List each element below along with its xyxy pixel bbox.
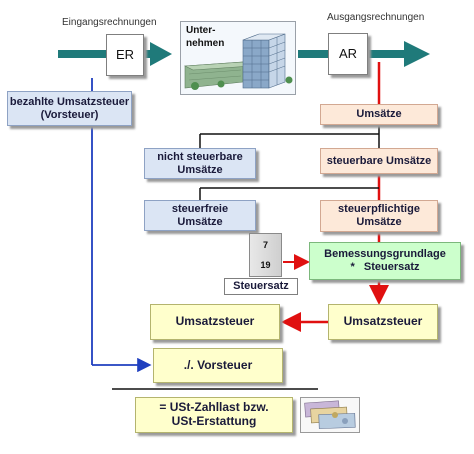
building-icon bbox=[183, 33, 293, 90]
umsatzsteuer-left-label: Umsatzsteuer bbox=[175, 314, 255, 329]
steuerfreie-line1: steuerfreie bbox=[171, 202, 229, 215]
steuerpflichtige-line1: steuerpflichtige bbox=[338, 203, 420, 216]
er-box: ER bbox=[106, 34, 144, 76]
steuerpflichtige-line2: Umsätze bbox=[356, 216, 402, 228]
nicht-steuerbare-umsaetze-box: nicht steuerbare Umsätze bbox=[144, 148, 256, 179]
eingangsrechnungen-label: Eingangsrechnungen bbox=[62, 17, 157, 28]
unternehmen-label-line1: Unter- bbox=[186, 25, 216, 36]
rate-7-label: 7 bbox=[262, 240, 268, 250]
bemessungsgrundlage-line1: Bemessungsgrundlage bbox=[324, 248, 446, 261]
steuerpflichtige-umsaetze-box: steuerpflichtige Umsätze bbox=[320, 200, 438, 232]
unternehmen-label: Unter- nehmen bbox=[186, 25, 224, 50]
bezahlte-umsatzsteuer-line2: (Vorsteuer) bbox=[40, 108, 99, 121]
ust-zahllast-line2: USt-Erstattung bbox=[171, 414, 257, 428]
ar-box: AR bbox=[328, 33, 368, 75]
bezahlte-umsatzsteuer-box: bezahlte Umsatzsteuer (Vorsteuer) bbox=[7, 91, 132, 126]
er-label: ER bbox=[115, 46, 135, 62]
vorsteuer-label: ./. Vorsteuer bbox=[183, 357, 253, 372]
bemessungsgrundlage-line2: * Steuersatz bbox=[350, 261, 420, 273]
steuerfreie-umsaetze-box: steuerfreie Umsätze bbox=[144, 200, 256, 231]
umsatzsteuer-right-label: Umsatzsteuer bbox=[343, 314, 423, 329]
rate-19-label: 19 bbox=[260, 260, 271, 270]
vorsteuer-box: ./. Vorsteuer bbox=[153, 348, 283, 383]
unternehmen-label-line2: nehmen bbox=[186, 37, 225, 49]
steuerbar-split-lines bbox=[199, 187, 379, 200]
umsaetze-box: Umsätze bbox=[320, 104, 438, 125]
umsaetze-split-lines bbox=[199, 124, 380, 148]
ust-zahllast-box: = USt-Zahllast bzw. USt-Erstattung bbox=[135, 397, 293, 433]
umsatzsteuer-right-box: Umsatzsteuer bbox=[328, 304, 438, 340]
bemessungsgrundlage-box: Bemessungsgrundlage * Steuersatz bbox=[309, 242, 461, 280]
ausgangsrechnungen-label: Ausgangsrechnungen bbox=[327, 12, 425, 23]
steuerbare-umsaetze-box: steuerbare Umsätze bbox=[320, 148, 438, 174]
steuersatz-box: Steuersatz bbox=[224, 278, 298, 295]
banknotes-icon bbox=[300, 397, 360, 433]
nicht-steuerbare-line2: Umsätze bbox=[177, 163, 223, 176]
umsaetze-label: Umsätze bbox=[356, 108, 402, 121]
er-to-vorsteuer-line bbox=[91, 78, 152, 373]
umsatzsteuer-left-box: Umsatzsteuer bbox=[150, 304, 280, 340]
ust-zahllast-line1: = USt-Zahllast bzw. bbox=[159, 400, 269, 415]
unternehmen-box: Unter- nehmen bbox=[180, 21, 296, 95]
tax-rate-card: 7 19 bbox=[249, 233, 282, 277]
ar-label: AR bbox=[338, 45, 358, 61]
steuerfreie-line2: Umsätze bbox=[177, 215, 223, 228]
nicht-steuerbare-line1: nicht steuerbare bbox=[157, 150, 243, 163]
steuersatz-label: Steuersatz bbox=[233, 280, 289, 293]
bezahlte-umsatzsteuer-line1: bezahlte Umsatzsteuer bbox=[9, 95, 130, 108]
steuerbare-umsaetze-label: steuerbare Umsätze bbox=[326, 154, 432, 167]
